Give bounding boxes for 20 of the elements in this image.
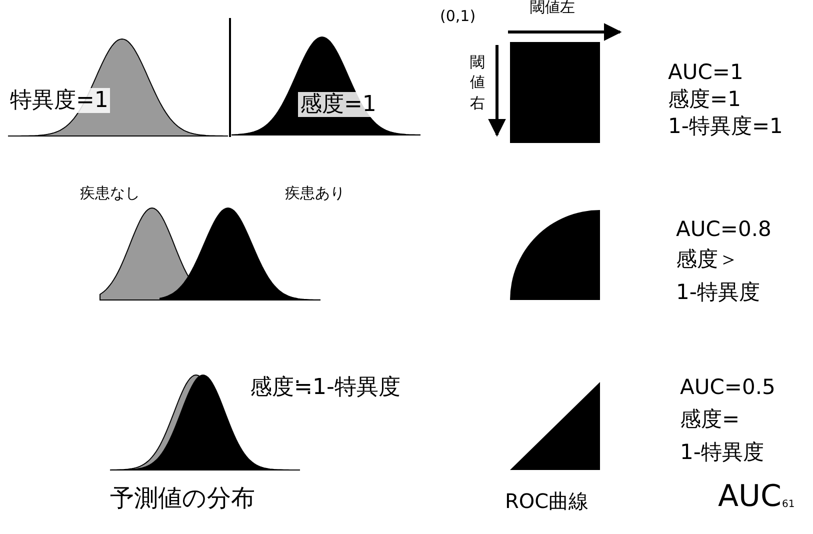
- metric-text: 1-特異度=1: [668, 114, 783, 138]
- metric-text: 1-特異度: [676, 280, 760, 304]
- metric-text: 1-特異度: [680, 440, 764, 464]
- metric-text: AUC=1: [668, 60, 744, 84]
- heading-text: AUC: [718, 480, 782, 514]
- metric-text: 感度=: [680, 407, 740, 432]
- arrow-label: 閾値左: [530, 0, 575, 16]
- metric-text: 感度＞: [676, 247, 739, 272]
- group-label: 疾患なし: [80, 185, 140, 202]
- arrow-label: 閾値右: [470, 52, 486, 113]
- group-label: 疾患あり: [285, 185, 345, 202]
- caption-text: ROC曲線: [505, 490, 589, 513]
- caption-text: 予測値の分布: [110, 485, 255, 513]
- metric-text: AUC=0.5: [680, 375, 776, 400]
- axis-label: (0,1): [440, 8, 476, 26]
- metric-text: 感度=1: [668, 87, 741, 112]
- distribution-label: 特異度=1: [8, 88, 110, 114]
- distribution-label: 感度≒1-特異度: [250, 375, 400, 400]
- metric-text: AUC=0.8: [676, 217, 772, 242]
- page-number: 61: [782, 499, 795, 510]
